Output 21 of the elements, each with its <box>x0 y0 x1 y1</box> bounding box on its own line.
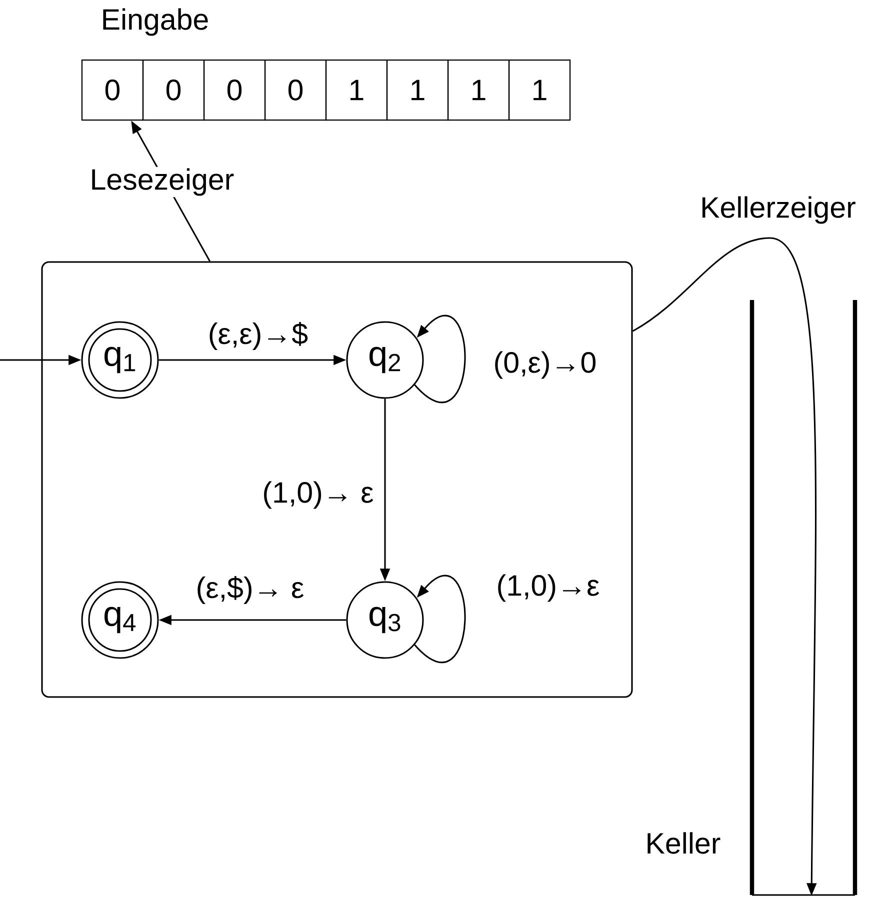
stack-label: Keller <box>648 832 720 854</box>
self-loop-arrow <box>414 315 466 403</box>
tape-cell: 0 <box>264 59 327 121</box>
edge-label: (1,0)→ ε <box>260 480 376 510</box>
edge-label: Kellerzeiger <box>698 194 858 226</box>
edge-label: (0,ε)→0 <box>492 350 598 380</box>
edge-label: (ε,$)→ ε <box>194 574 306 606</box>
tape-cell: 0 <box>142 59 205 121</box>
tape-cell: 1 <box>325 59 388 121</box>
edge-label: (1,0)→ε <box>494 572 602 604</box>
tape-cell: 1 <box>386 59 449 121</box>
control-box <box>41 261 633 698</box>
tape-cell: 1 <box>447 59 510 121</box>
self-loop-arrow <box>414 575 466 663</box>
tape-cell: 1 <box>508 59 571 121</box>
tape-cell: 0 <box>203 59 266 121</box>
edge-label: Lesezeiger <box>88 166 236 198</box>
tape-label: Eingabe <box>103 8 208 36</box>
stack-drawing <box>750 300 858 896</box>
edge-label: (ε,ε)→$ <box>206 320 310 352</box>
tape-cell: 0 <box>81 59 144 121</box>
